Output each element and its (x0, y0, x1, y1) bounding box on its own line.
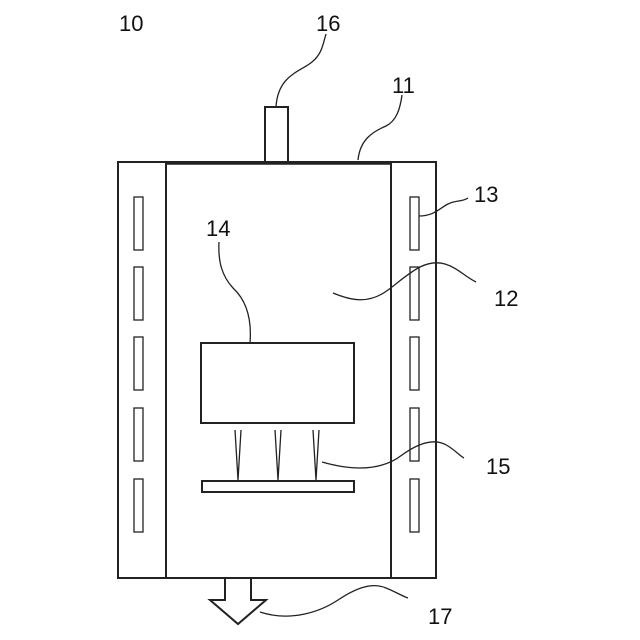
heater-slot (134, 197, 143, 250)
needle (275, 430, 281, 480)
leader-line-12 (333, 263, 476, 300)
right-heater-slots (410, 197, 419, 532)
label-10: 10 (119, 11, 143, 36)
heater-slot (410, 337, 419, 390)
leader-line-13 (419, 198, 468, 216)
leader-line-15 (322, 442, 464, 468)
label-12: 12 (494, 286, 518, 311)
inner-block (201, 343, 354, 423)
label-14: 14 (206, 216, 230, 241)
heater-slot (410, 197, 419, 250)
heater-slot (410, 479, 419, 532)
housing (118, 162, 436, 578)
inlet-pipe (265, 107, 288, 162)
label-17: 17 (428, 604, 452, 629)
heater-slot (410, 267, 419, 320)
heater-slot (134, 267, 143, 320)
leader-line-11 (358, 95, 402, 160)
needle (313, 430, 319, 480)
leader-lines (219, 34, 476, 616)
heater-slot (134, 337, 143, 390)
label-11: 11 (392, 73, 415, 98)
outlet-arrow (210, 577, 266, 624)
label-15: 15 (486, 454, 510, 479)
label-13: 13 (474, 182, 498, 207)
leader-line-14 (219, 242, 251, 343)
reference-labels: 10 16 11 13 12 14 15 17 (119, 11, 518, 629)
leader-line-17 (260, 586, 408, 616)
base-plate (202, 481, 354, 492)
label-16: 16 (316, 11, 340, 36)
leader-line-16 (276, 34, 326, 107)
needle-array (235, 430, 319, 480)
heater-slot (134, 408, 143, 461)
heater-slot (134, 479, 143, 532)
heater-slot (410, 408, 419, 461)
needle (235, 430, 241, 480)
left-heater-slots (134, 197, 143, 532)
